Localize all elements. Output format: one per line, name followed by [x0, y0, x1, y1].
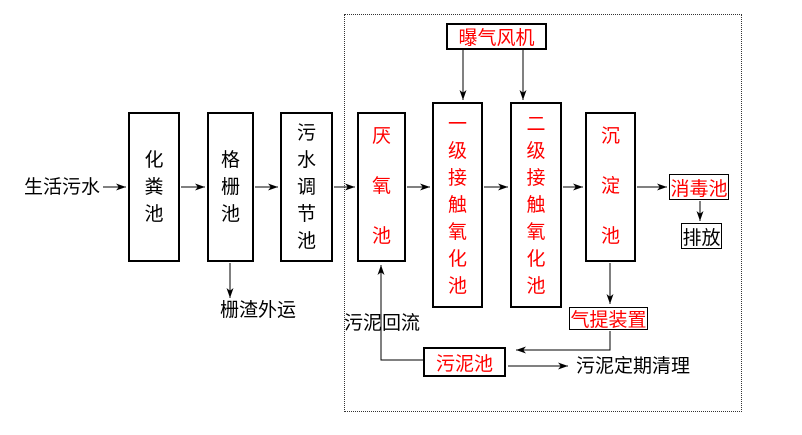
sludge-tank-label: 污泥池 — [435, 353, 493, 375]
primary-contact-oxidation-tank-box: 一级接触氧化池 — [432, 102, 483, 308]
air-lift-device-label: 气提装置 — [570, 310, 647, 331]
sludge-return-label: 污泥回流 — [344, 313, 421, 334]
sedimentation-tank-label: 沉淀池 — [600, 126, 620, 247]
anaerobic-tank-box: 厌氧池 — [357, 112, 406, 262]
screen-tank-box: 格栅池 — [207, 112, 254, 262]
sludge-periodic-cleaning-label: 污泥定期清理 — [576, 356, 691, 377]
primary-contact-oxidation-tank-label: 一级接触氧化池 — [447, 113, 467, 297]
septic-tank-label: 化粪池 — [144, 149, 164, 225]
regulating-tank-box: 污水调节池 — [280, 112, 333, 262]
discharge-label: 排放 — [682, 227, 721, 249]
septic-tank-box: 化粪池 — [128, 112, 180, 262]
air-lift-device-box: 气提装置 — [569, 307, 648, 331]
regulating-tank-label: 污水调节池 — [296, 122, 316, 252]
disinfection-tank-box: 消毒池 — [669, 174, 729, 200]
anaerobic-tank-label: 厌氧池 — [371, 126, 391, 247]
secondary-contact-oxidation-tank-label: 二级接触氧化池 — [526, 113, 546, 297]
aeration-blower-box: 曝气风机 — [446, 23, 547, 50]
disinfection-tank-label: 消毒池 — [670, 178, 728, 200]
arrow-airlift-to-sludge-tank — [516, 331, 611, 354]
discharge-box: 排放 — [681, 223, 722, 249]
aeration-blower-label: 曝气风机 — [458, 28, 535, 49]
screen-tank-label: 格栅池 — [220, 149, 240, 225]
source-label: 生活污水 — [24, 177, 101, 198]
arrow-sludge-return-to-anaerobic — [377, 265, 423, 361]
system-boundary-dotted-rect — [344, 14, 742, 412]
sludge-tank-box: 污泥池 — [423, 347, 506, 377]
sedimentation-tank-box: 沉淀池 — [585, 112, 636, 262]
screen-residue-out-label: 栅渣外运 — [220, 300, 297, 321]
secondary-contact-oxidation-tank-box: 二级接触氧化池 — [510, 102, 562, 308]
